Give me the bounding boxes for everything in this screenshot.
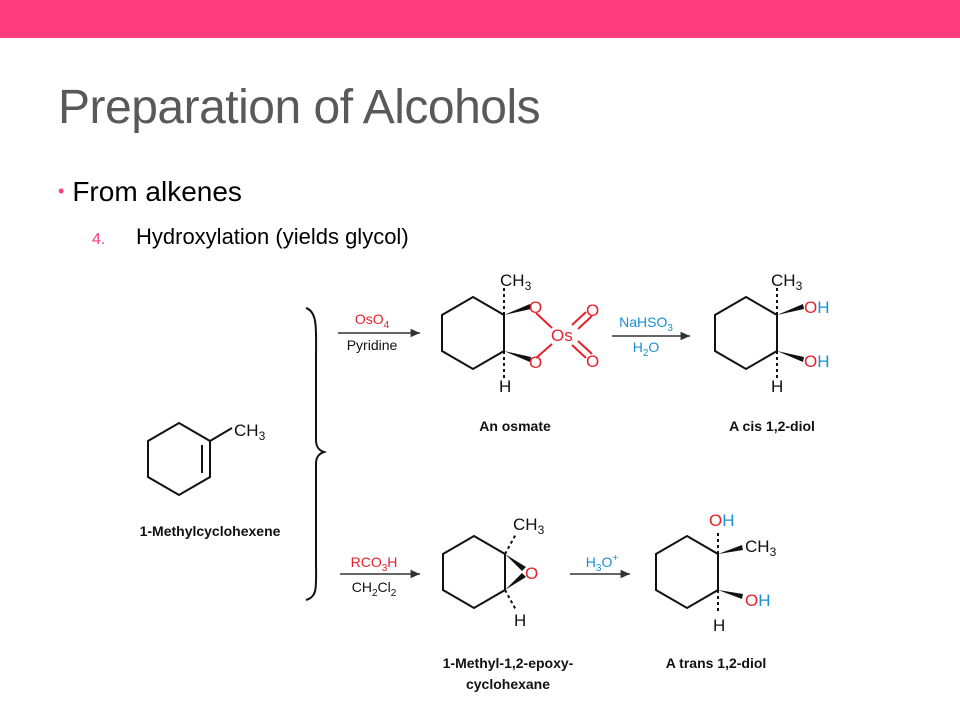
osmate-o-double-bottom: O bbox=[586, 352, 599, 371]
epoxide-wedge-top bbox=[505, 554, 526, 571]
osmate-h: H bbox=[499, 377, 511, 396]
osmate-o-top: O bbox=[529, 298, 542, 317]
osmate-o-bottom: O bbox=[529, 353, 542, 372]
trans-diol-oh-bottom: OH bbox=[745, 591, 771, 610]
sub-item-text: Hydroxylation (yields glycol) bbox=[136, 224, 409, 249]
top-reagent2-below: H2O bbox=[633, 339, 660, 359]
epoxide-wedge-bottom bbox=[505, 573, 526, 590]
osmate-o-double-top: O bbox=[586, 301, 599, 320]
osmate-ch3: CH3 bbox=[500, 271, 532, 293]
sub-item-hydroxylation: 4. Hydroxylation (yields glycol) bbox=[92, 224, 409, 250]
branch-bracket bbox=[305, 307, 328, 601]
epoxide-h: H bbox=[514, 611, 526, 630]
bottom-reagent1-below: CH2Cl2 bbox=[352, 579, 397, 599]
epoxide-ring bbox=[442, 533, 517, 611]
cis-diol-ring bbox=[714, 288, 778, 378]
bottom-reagent2-label: H3O+ bbox=[586, 553, 619, 574]
trans-diol-wedge-oh bbox=[718, 590, 743, 599]
cis-diol-wedge-top bbox=[777, 304, 804, 315]
trans-diol-ch3: CH3 bbox=[745, 537, 777, 559]
epoxide-o: O bbox=[525, 564, 538, 583]
trans-diol-oh-top: OH bbox=[709, 511, 735, 530]
top-reagent1-label: OsO4 bbox=[355, 311, 390, 331]
trans-diol-h: H bbox=[713, 616, 725, 635]
methylcyclohexene-structure bbox=[147, 421, 233, 497]
cis-diol-oh-top: OH bbox=[804, 298, 830, 317]
epoxide-label-line2: cyclohexane bbox=[466, 676, 550, 692]
cis-diol-label: A cis 1,2-diol bbox=[729, 418, 815, 434]
bullet-text: From alkenes bbox=[72, 176, 242, 207]
bullet-dot-icon: • bbox=[58, 181, 65, 201]
cis-diol-ch3: CH3 bbox=[771, 271, 803, 293]
start-ch3-label: CH3 bbox=[234, 421, 266, 443]
top-reagent1-below: Pyridine bbox=[347, 337, 398, 353]
top-reagent2-label: NaHSO3 bbox=[619, 314, 673, 334]
bullet-from-alkenes: • From alkenes bbox=[58, 176, 242, 208]
cis-diol-wedge-bottom bbox=[777, 351, 804, 362]
cis-diol-oh-bottom: OH bbox=[804, 352, 830, 371]
sub-item-number: 4. bbox=[92, 231, 106, 248]
cis-diol-h: H bbox=[771, 377, 783, 396]
osmate-os: Os bbox=[551, 326, 573, 345]
start-label: 1-Methylcyclohexene bbox=[140, 523, 281, 539]
top-accent-bar bbox=[0, 0, 960, 38]
osmate-wedge-top bbox=[504, 304, 531, 315]
trans-diol-wedge-ch3 bbox=[718, 545, 743, 554]
trans-diol-ring bbox=[655, 530, 719, 614]
osmate-label: An osmate bbox=[479, 418, 551, 434]
trans-diol-label: A trans 1,2-diol bbox=[666, 655, 767, 671]
epoxide-label-line1: 1-Methyl-1,2-epoxy- bbox=[443, 655, 574, 671]
slide-title: Preparation of Alcohols bbox=[58, 81, 541, 134]
osmate-wedge-bottom bbox=[504, 351, 531, 362]
bottom-reagent1-label: RCO3H bbox=[351, 554, 398, 574]
epoxide-ch3: CH3 bbox=[513, 515, 545, 537]
